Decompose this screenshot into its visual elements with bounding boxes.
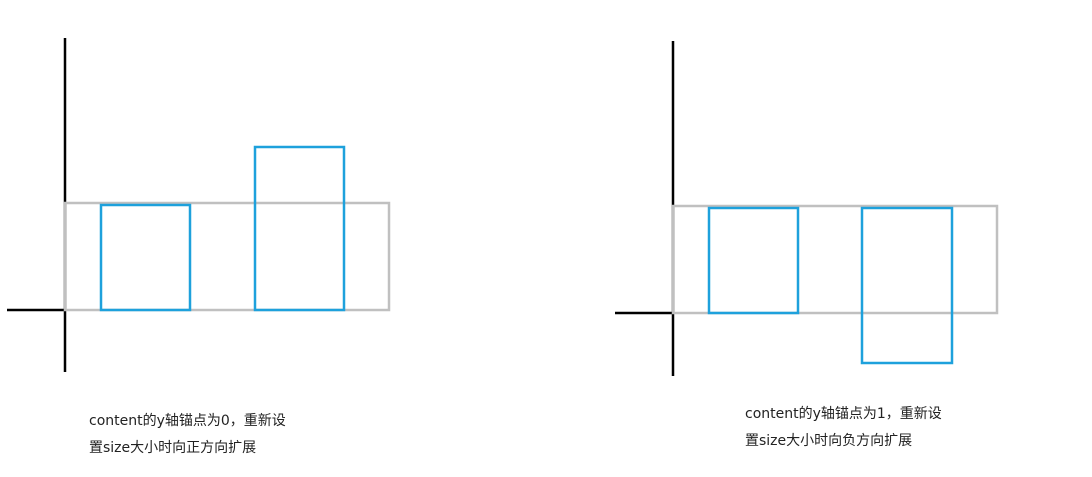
left-caption: content的y轴锚点为0，重新设 置size大小时向正方向扩展 xyxy=(89,408,349,462)
left-child-box-1 xyxy=(99,203,192,312)
right-content-frame xyxy=(671,204,999,315)
left-panel xyxy=(7,38,391,372)
left-child-box-2-expanded-up xyxy=(253,145,346,312)
right-caption-line-1: content的y轴锚点为1，重新设 xyxy=(745,406,942,422)
left-caption-line-1: content的y轴锚点为0，重新设 xyxy=(89,413,286,429)
right-caption: content的y轴锚点为1，重新设 置size大小时向负方向扩展 xyxy=(745,401,1005,455)
left-caption-line-2: 置size大小时向正方向扩展 xyxy=(89,440,257,456)
right-child-box-2-expanded-down xyxy=(860,206,954,365)
left-content-frame xyxy=(63,201,391,312)
right-child-box-1 xyxy=(707,206,800,315)
right-caption-line-2: 置size大小时向负方向扩展 xyxy=(745,433,913,449)
right-panel xyxy=(615,41,999,376)
